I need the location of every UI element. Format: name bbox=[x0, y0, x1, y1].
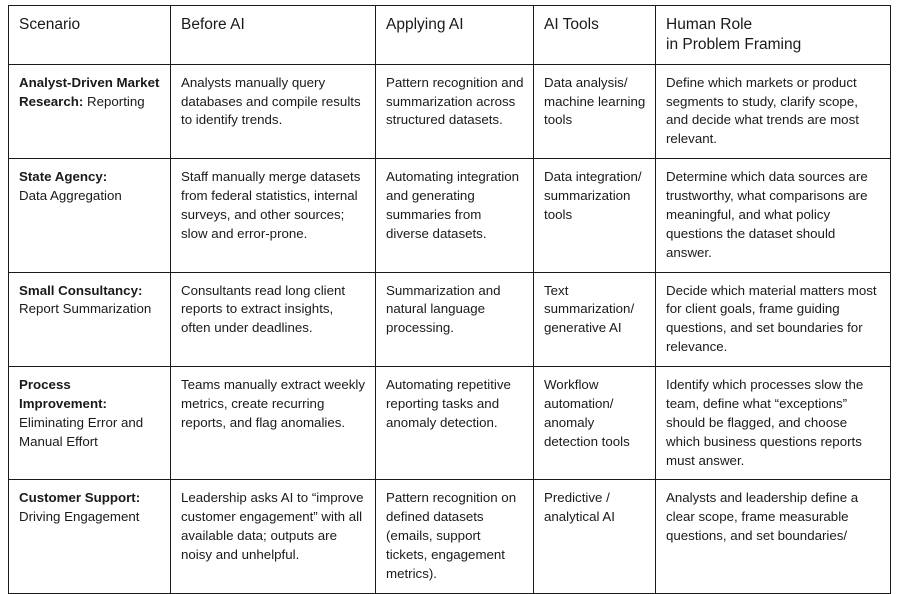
table-row: Analyst-Driven Market Research: Reportin… bbox=[8, 63, 891, 160]
human-role-text: Determine which data sources are trustwo… bbox=[666, 169, 868, 260]
before-ai-text: Consultants read long client reports to … bbox=[181, 282, 346, 336]
cell-applying-ai: Automating integration and generating su… bbox=[375, 158, 534, 273]
column-header-scenario-label: Scenario bbox=[19, 16, 81, 33]
ai-tools-text: Data integration/ summarization tools bbox=[544, 169, 642, 222]
column-header-human-role-label-line2: in Problem Framing bbox=[666, 35, 802, 53]
scenario-name: Small Consultancy: bbox=[19, 282, 143, 298]
column-header-applying-ai-label: Applying AI bbox=[386, 16, 464, 33]
scenario-subtitle: Driving Engagement bbox=[19, 509, 140, 525]
applying-ai-text: Automating repetitive reporting tasks an… bbox=[386, 377, 511, 430]
scenario-subtitle: Reporting bbox=[83, 93, 145, 109]
column-header-human-role-label: Human Role bbox=[666, 16, 753, 33]
cell-applying-ai: Pattern recognition on defined datasets … bbox=[375, 479, 534, 594]
scenario-name: Customer Support: bbox=[19, 490, 141, 506]
cell-human-role: Analysts and leadership define a clear s… bbox=[655, 479, 891, 594]
table-row: Customer Support: Driving Engagement Lea… bbox=[8, 479, 891, 594]
column-header-applying-ai: Applying AI bbox=[375, 5, 534, 65]
cell-applying-ai: Summarization and natural language proce… bbox=[375, 271, 534, 368]
table-header: Scenario Before AI Applying AI AI Tools … bbox=[8, 5, 891, 65]
cell-applying-ai: Pattern recognition and summarization ac… bbox=[375, 63, 534, 160]
column-header-human-role: Human Role in Problem Framing bbox=[655, 5, 891, 65]
column-header-before-ai: Before AI bbox=[170, 5, 376, 65]
cell-before-ai: Staff manually merge datasets from feder… bbox=[170, 158, 376, 273]
page-root: Scenario Before AI Applying AI AI Tools … bbox=[8, 5, 891, 594]
cell-ai-tools: Workflow automation/ anomaly detection t… bbox=[533, 366, 656, 481]
cell-scenario: Process Improvement: Eliminating Error a… bbox=[8, 366, 171, 481]
human-role-text: Analysts and leadership define a clear s… bbox=[666, 490, 859, 544]
cell-scenario: Small Consultancy: Report Summarization bbox=[8, 271, 171, 368]
scenario-name: Analyst-Driven Market Research: bbox=[19, 74, 160, 109]
ai-tools-text: Workflow automation/ anomaly detection t… bbox=[544, 377, 630, 449]
column-header-before-ai-label: Before AI bbox=[181, 16, 245, 33]
cell-ai-tools: Text summarization/ generative AI bbox=[533, 271, 656, 368]
column-header-ai-tools-label: AI Tools bbox=[544, 16, 599, 33]
cell-human-role: Determine which data sources are trustwo… bbox=[655, 158, 891, 273]
scenario-name: State Agency: bbox=[19, 169, 108, 185]
table-body: Analyst-Driven Market Research: Reportin… bbox=[8, 63, 891, 594]
cell-before-ai: Teams manually extract weekly metrics, c… bbox=[170, 366, 376, 481]
cell-ai-tools: Predictive / analytical AI bbox=[533, 479, 656, 594]
cell-before-ai: Leadership asks AI to “improve customer … bbox=[170, 479, 376, 594]
scenario-subtitle: Eliminating Error and Manual Effort bbox=[19, 414, 144, 449]
human-role-text: Identify which processes slow the team, … bbox=[666, 377, 864, 468]
cell-applying-ai: Automating repetitive reporting tasks an… bbox=[375, 366, 534, 481]
human-role-text: Define which markets or product segments… bbox=[666, 74, 859, 147]
cell-before-ai: Consultants read long client reports to … bbox=[170, 271, 376, 368]
cell-human-role: Decide which material matters most for c… bbox=[655, 271, 891, 368]
ai-scenarios-table: Scenario Before AI Applying AI AI Tools … bbox=[8, 5, 891, 594]
cell-scenario: Analyst-Driven Market Research: Reportin… bbox=[8, 63, 171, 160]
cell-human-role: Define which markets or product segments… bbox=[655, 63, 891, 160]
column-header-ai-tools: AI Tools bbox=[533, 5, 656, 65]
table-row: State Agency: Data Aggregation Staff man… bbox=[8, 158, 891, 273]
cell-before-ai: Analysts manually query databases and co… bbox=[170, 63, 376, 160]
scenario-name: Process Improvement: bbox=[19, 377, 107, 411]
before-ai-text: Analysts manually query databases and co… bbox=[181, 74, 361, 128]
table-row: Small Consultancy: Report Summarization … bbox=[8, 271, 891, 368]
ai-tools-text: Predictive / analytical AI bbox=[544, 490, 615, 525]
before-ai-text: Leadership asks AI to “improve customer … bbox=[181, 490, 364, 563]
before-ai-text: Staff manually merge datasets from feder… bbox=[181, 169, 361, 241]
applying-ai-text: Automating integration and generating su… bbox=[386, 169, 520, 241]
column-header-scenario: Scenario bbox=[8, 5, 171, 65]
scenario-subtitle: Data Aggregation bbox=[19, 188, 122, 204]
scenario-subtitle: Report Summarization bbox=[19, 301, 152, 317]
applying-ai-text: Pattern recognition on defined datasets … bbox=[386, 490, 517, 581]
cell-human-role: Identify which processes slow the team, … bbox=[655, 366, 891, 481]
table-row: Process Improvement: Eliminating Error a… bbox=[8, 366, 891, 481]
ai-tools-text: Data analysis/ machine learning tools bbox=[544, 74, 646, 128]
ai-tools-text: Text summarization/ generative AI bbox=[544, 282, 635, 336]
cell-scenario: State Agency: Data Aggregation bbox=[8, 158, 171, 273]
cell-scenario: Customer Support: Driving Engagement bbox=[8, 479, 171, 594]
before-ai-text: Teams manually extract weekly metrics, c… bbox=[181, 377, 366, 430]
cell-ai-tools: Data integration/ summarization tools bbox=[533, 158, 656, 273]
applying-ai-text: Summarization and natural language proce… bbox=[386, 282, 501, 336]
human-role-text: Decide which material matters most for c… bbox=[666, 282, 877, 355]
applying-ai-text: Pattern recognition and summarization ac… bbox=[386, 74, 524, 128]
header-row: Scenario Before AI Applying AI AI Tools … bbox=[8, 5, 891, 65]
cell-ai-tools: Data analysis/ machine learning tools bbox=[533, 63, 656, 160]
